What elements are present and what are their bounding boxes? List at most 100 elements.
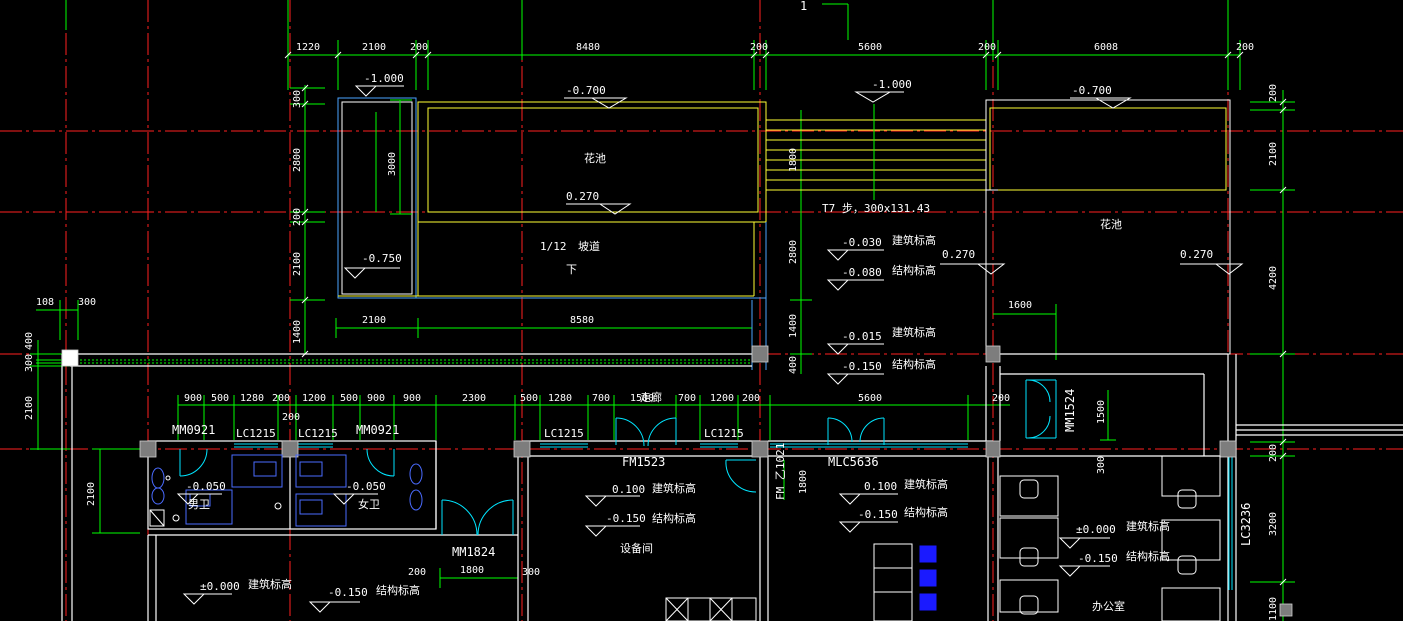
elev-0270-b: 0.270 (942, 248, 975, 261)
dim-row-1200-b: 1200 (710, 393, 734, 404)
dim-1800-fm: 1800 (798, 470, 809, 494)
dimension-lines (30, 0, 1295, 621)
note-struct-6: 结构标高 (376, 583, 420, 597)
elev-m0700-a: -0.700 (566, 84, 606, 97)
note-struct-5: 结构标高 (1126, 549, 1170, 563)
note-arch-4: 建筑标高 (904, 477, 948, 491)
dim-right-200-a: 200 (1268, 84, 1279, 102)
corridor-edge (36, 359, 750, 364)
windows (234, 443, 1233, 590)
note-arch-1: 建筑标高 (892, 233, 936, 247)
ramp-dimension-labels: 2100 8580 1600 (362, 300, 1032, 326)
dim-row-700-a: 700 (592, 393, 610, 404)
dim-right-4200: 4200 (1268, 266, 1279, 290)
columns (61, 345, 1293, 617)
dim-row-1200: 1200 (302, 393, 326, 404)
elev-0000-b: ±0.000 (200, 580, 240, 593)
elev-0270-a: 0.270 (566, 190, 599, 203)
dim-300-h: 300 (78, 297, 96, 308)
ramp-slope: 1/12 (540, 240, 567, 253)
room-female-wc: 女卫 (358, 497, 380, 511)
tag-mm1824: MM1824 (452, 545, 495, 559)
elevation-markers (176, 85, 1244, 613)
dim-200-c: 200 (978, 42, 996, 53)
stair-label: T7 步，300x131.43 (822, 202, 930, 215)
garden-left: 花池 (584, 152, 606, 165)
dimension-ticks (284, 51, 1287, 586)
elev-m0015: -0.015 (842, 330, 882, 343)
dim-row-900-c: 900 (403, 393, 421, 404)
left-dimension-labels: 300 2800 200 2100 1400 108 300 300 400 2… (24, 90, 303, 506)
tag-lc1215-b: LC1215 (298, 427, 338, 440)
ramp-dir: 下 (566, 263, 577, 276)
elev-m1000-b: -1.000 (872, 78, 912, 91)
tag-lc1215-a: LC1215 (236, 427, 276, 440)
dim-left-2100: 2100 (292, 252, 303, 276)
dim-ramp-2100: 2100 (362, 315, 386, 326)
dim-mid-400: 400 (788, 356, 799, 374)
note-arch-6: 建筑标高 (248, 577, 292, 591)
dim-ramp-8580: 8580 (570, 315, 594, 326)
dim-row-5600: 5600 (858, 393, 882, 404)
dim-300-v: 300 (24, 354, 35, 372)
tag-fm-v: FM 乙1021 (774, 443, 787, 500)
room-equip: 设备间 (620, 541, 653, 555)
tag-mm1524: MM1524 (1063, 389, 1077, 432)
row-dimension-labels: 900 500 1280 200 1200 500 900 900 2300 5… (184, 393, 1107, 578)
doors (179, 379, 1057, 536)
elevation-labels: -1.000 -0.700 -1.000 -0.700 0.270 0.270 … (186, 72, 1213, 599)
dim-row-1280-b: 1280 (548, 393, 572, 404)
right-dimension-labels: 200 2100 4200 200 3200 1100 (1268, 84, 1279, 621)
dim-300-office: 300 (1096, 456, 1107, 474)
elev-m0030: -0.030 (842, 236, 882, 249)
dim-right-2100: 2100 (1268, 142, 1279, 166)
area-labels: 花池 花池 1/12 坡道 下 T7 步，300x131.43 男卫 女卫 设备… (188, 0, 1125, 613)
tag-fm1523: FM1523 (622, 455, 665, 469)
dim-row-500-c: 500 (520, 393, 538, 404)
dim-row-700-b: 700 (678, 393, 696, 404)
tag-corridor: 走廊 (640, 390, 662, 404)
elev-m0150-e: -0.150 (328, 586, 368, 599)
dim-200-a: 200 (410, 42, 428, 53)
toilet-fixtures (149, 454, 423, 527)
dim-row-1500: 1500 (630, 393, 654, 404)
elev-0270-c: 0.270 (1180, 248, 1213, 261)
note-struct-1: 结构标高 (892, 263, 936, 277)
dim-row-200-a: 200 (272, 393, 290, 404)
tag-mm0921-b: MM0921 (356, 423, 399, 437)
elev-m0150-d: -0.150 (1078, 552, 1118, 565)
room-male-wc: 男卫 (188, 498, 210, 511)
tag-lc1215-d: LC1215 (704, 427, 744, 440)
tag-mlc5636: MLC5636 (828, 455, 879, 469)
dim-row-900-b: 900 (367, 393, 385, 404)
dim-108: 108 (36, 297, 54, 308)
elev-m0050-a: -0.050 (186, 480, 226, 493)
door-window-tags: MM0921 LC1215 LC1215 MM0921 LC1215 LC121… (172, 389, 1253, 559)
furniture (665, 455, 1221, 621)
dim-mid-3000: 3000 (387, 152, 398, 176)
dim-300-mm: 300 (522, 567, 540, 578)
dim-mid-1800: 1800 (788, 148, 799, 172)
note-struct-4: 结构标高 (904, 505, 948, 519)
elevation-notes: 建筑标高 结构标高 建筑标高 结构标高 建筑标高 结构标高 建筑标高 结构标高 … (248, 233, 1170, 597)
elev-m0080: -0.080 (842, 266, 882, 279)
elev-m0150-b: -0.150 (606, 512, 646, 525)
dim-left-200: 200 (292, 208, 303, 226)
dim-left-300: 300 (292, 90, 303, 108)
dim-right-3200: 3200 (1268, 512, 1279, 536)
dim-1600: 1600 (1008, 300, 1032, 311)
dim-left-1400: 1400 (292, 320, 303, 344)
elev-m1000-a: -1.000 (364, 72, 404, 85)
dim-left-2800: 2800 (292, 148, 303, 172)
dim-row-900-a: 900 (184, 393, 202, 404)
garden-right: 花池 (1100, 218, 1122, 231)
tag-mm0921-a: MM0921 (172, 423, 215, 437)
note-struct-2: 结构标高 (892, 357, 936, 371)
dim-2100-v: 2100 (24, 396, 35, 420)
dim-8480: 8480 (576, 42, 600, 53)
dim-200-corr: 200 (282, 412, 300, 423)
elev-m0050-b: -0.050 (346, 480, 386, 493)
dim-mid-1400: 1400 (788, 314, 799, 338)
